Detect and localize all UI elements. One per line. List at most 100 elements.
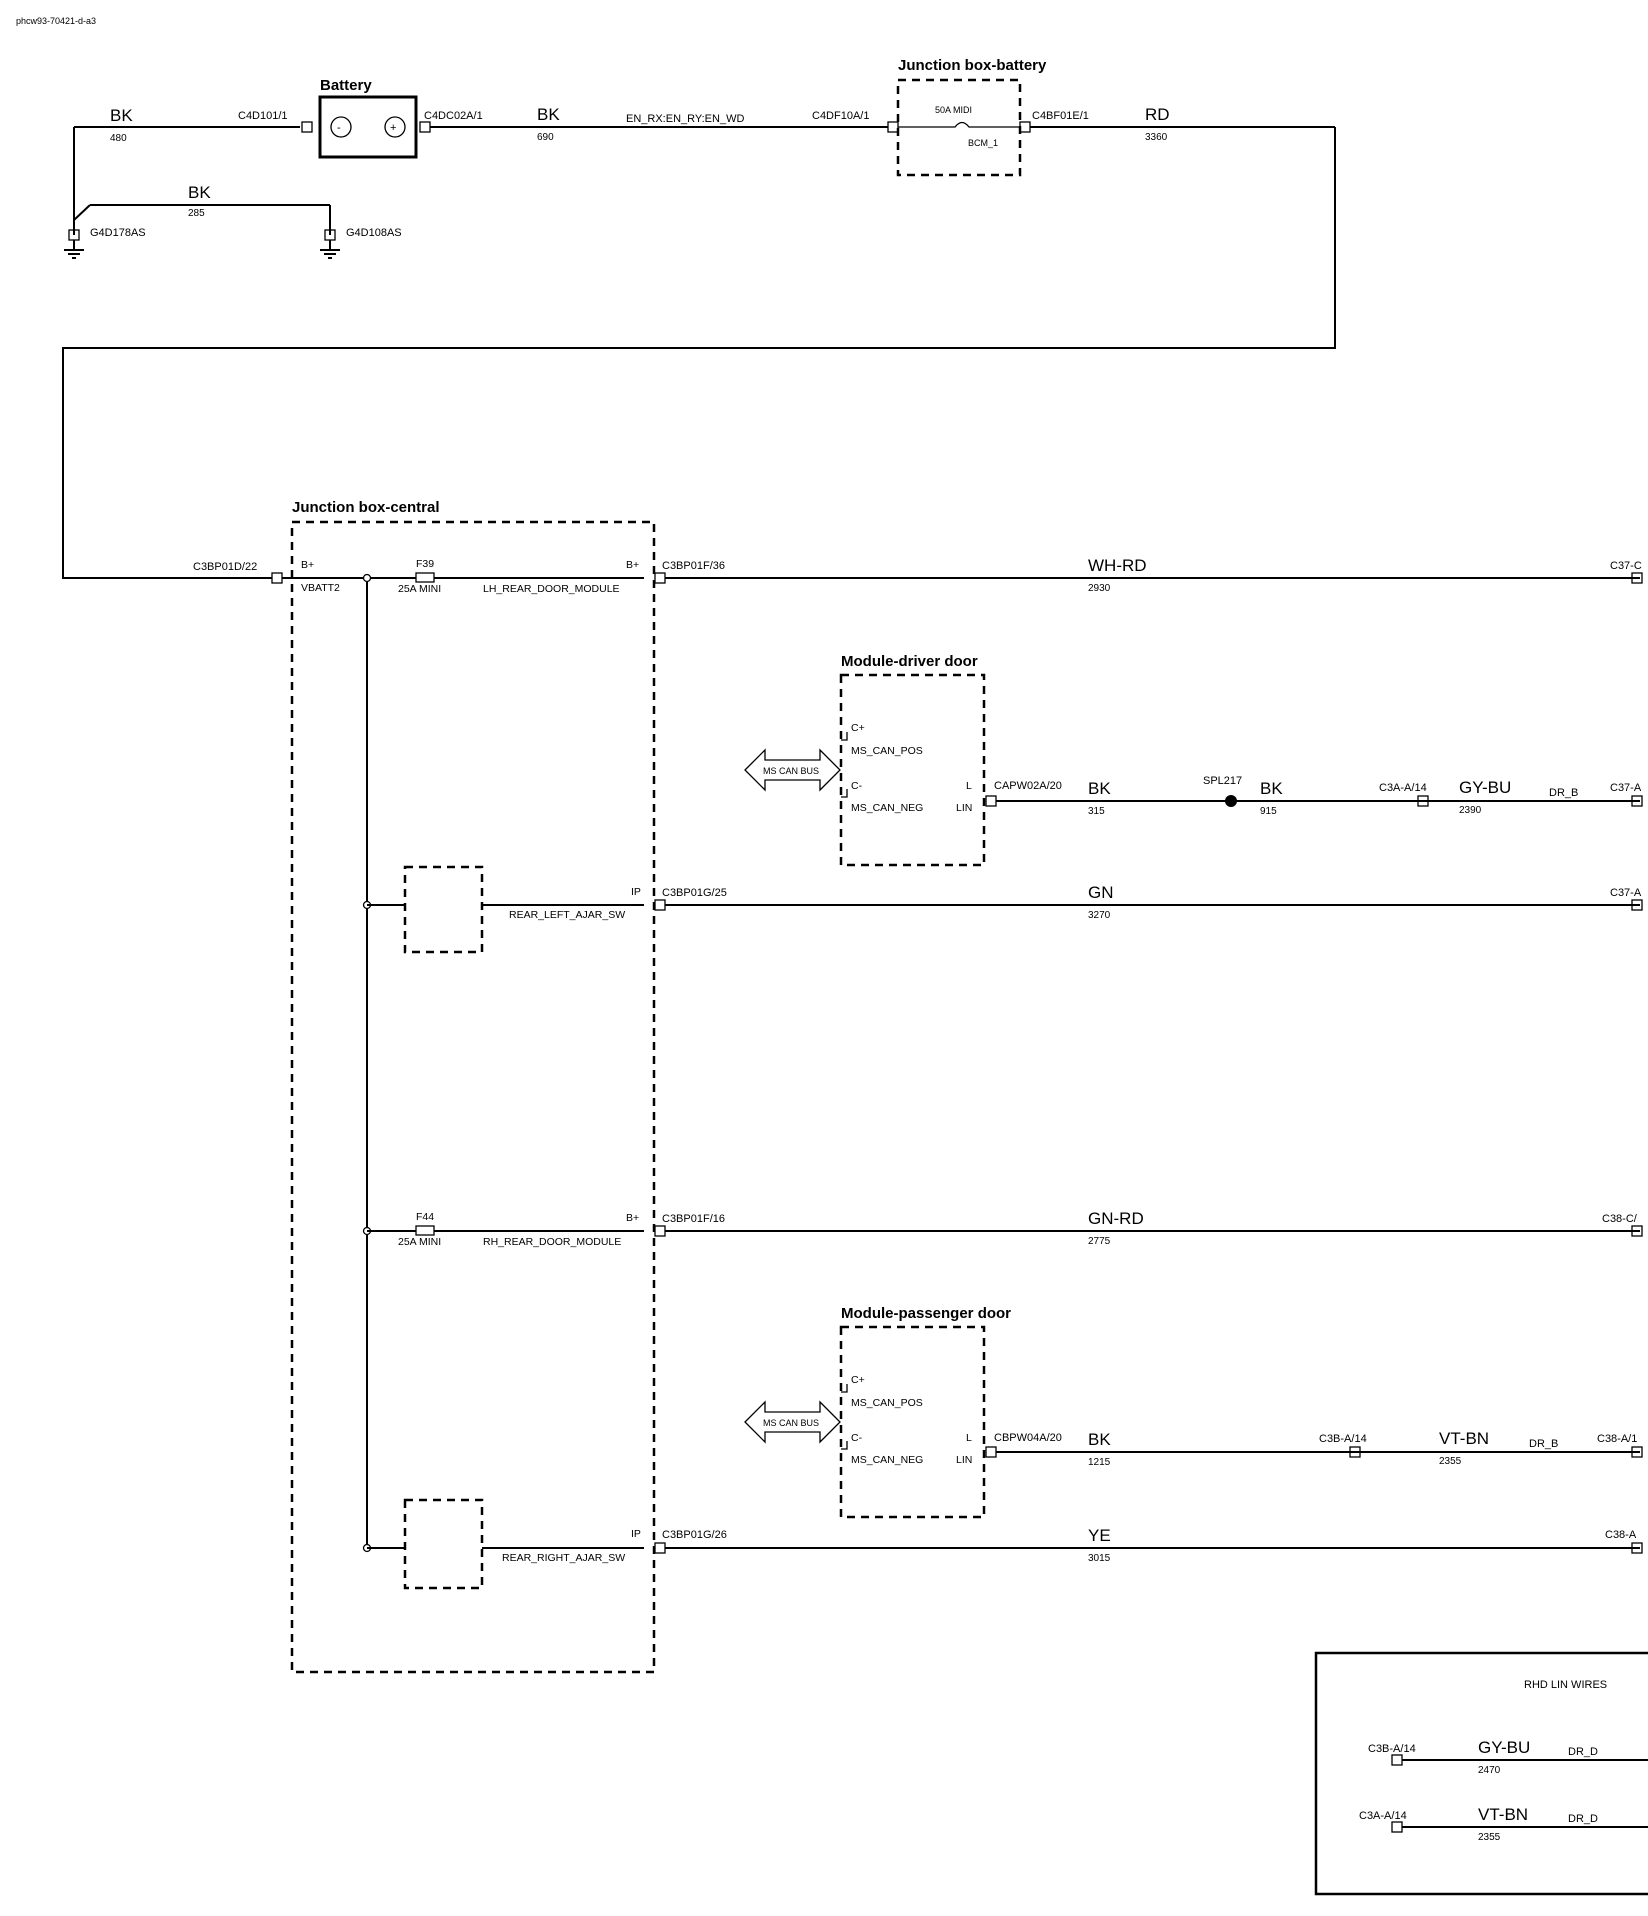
jb-battery-title: Junction box-battery: [898, 57, 1047, 74]
pin-label: L: [966, 1432, 972, 1444]
jb-central-outline: [290, 520, 656, 1674]
connector-label: C4DF10A/1: [812, 110, 869, 122]
connector-pin: [985, 1446, 997, 1458]
pin-label: C+: [851, 722, 865, 734]
ground-icon: [320, 229, 340, 259]
connector-label: C4D101/1: [238, 110, 288, 122]
fuse-rating: 25A MINI: [398, 583, 441, 595]
connector-label: C3B-A/14: [1368, 1743, 1416, 1755]
connector-label: CAPW02A/20: [994, 780, 1062, 792]
wire-number-label: 3360: [1145, 132, 1168, 143]
wire-number-label: 3015: [1088, 1553, 1111, 1564]
pin-label: C-: [851, 1432, 863, 1444]
wire-color-label: BK: [1088, 779, 1111, 798]
can-bus-arrow-icon: [744, 1400, 841, 1444]
fuse-f39-symbol: [415, 572, 435, 583]
connector-label: C38-A: [1605, 1529, 1637, 1541]
battery-positive-terminal: [384, 116, 406, 138]
rhd-box-title: RHD LIN WIRES: [1524, 1679, 1607, 1691]
connector-label: C3A-A/14: [1379, 782, 1427, 794]
connector-label: C4DC02A/1: [424, 110, 483, 122]
ajar-switch-left: [403, 865, 484, 954]
wire-color-label: WH-RD: [1088, 556, 1147, 575]
function-label: LH_REAR_DOOR_MODULE: [483, 583, 620, 595]
module-title: Module-driver door: [841, 653, 978, 670]
connector-pin: [654, 1542, 666, 1554]
wire-number-label: 1215: [1088, 1457, 1111, 1468]
pin-label: LIN: [956, 802, 972, 814]
pin-mark: [841, 1384, 848, 1393]
wire-number-label: 2930: [1088, 583, 1111, 594]
wire-number-label: 480: [110, 133, 127, 144]
connector-pin: [1391, 1754, 1403, 1766]
wire-color-label: GN-RD: [1088, 1209, 1144, 1228]
rhd-lin-wires-box: RHD LIN WIRES C3B-A/14 GY-BU 2470 DR_D C…: [1314, 1651, 1648, 1896]
connector-pin: [1019, 121, 1031, 133]
pin-label: IP: [631, 1528, 641, 1540]
fuse-label: F39: [416, 558, 434, 570]
jb-central-title: Junction box-central: [292, 499, 440, 516]
pin-label: L: [966, 780, 972, 792]
fuse-symbol: [898, 121, 1020, 128]
fuse-rating: 25A MINI: [398, 1236, 441, 1248]
wire-color-label: BK: [1088, 1430, 1111, 1449]
wire-number-label: 3270: [1088, 910, 1111, 921]
connector-pin: [271, 572, 283, 584]
dr-label: DR_D: [1568, 1813, 1598, 1825]
connector-pin: [1631, 899, 1643, 911]
module-passenger-door: Module-passenger door MS CAN BUS C+ MS_C…: [744, 1305, 1643, 1519]
can-bus-label: MS CAN BUS: [763, 766, 819, 776]
circuit-label: BCM_1: [968, 138, 998, 148]
pin-mark: [841, 1441, 848, 1450]
wire-bk-285-bend: [73, 204, 91, 221]
wire-color-label: GY-BU: [1459, 778, 1511, 797]
module-outline: [839, 1325, 986, 1519]
connector-label: C3BP01F/16: [662, 1213, 725, 1225]
connector-pin: [1349, 1446, 1361, 1458]
connector-label: C37-C: [1610, 560, 1642, 572]
connector-pin: [1417, 795, 1429, 807]
wire-number-label: 2775: [1088, 1236, 1111, 1247]
battery-symbol: [318, 95, 418, 159]
wire-color-label: VT-BN: [1439, 1429, 1489, 1448]
wire-number-label: 2355: [1439, 1456, 1462, 1467]
pin-label: C+: [851, 1374, 865, 1386]
module-driver-door: Module-driver door MS CAN BUS C+ MS_CAN_…: [744, 653, 1643, 867]
connector-pin: [654, 1225, 666, 1237]
central-output-wires: C3BP01F/36 WH-RD 2930 C37-C C3BP01G/25 G…: [654, 556, 1643, 1564]
wire-rd-route: [62, 127, 1336, 579]
connector-label: C37-A: [1610, 782, 1642, 794]
wire-color-label: BK: [1260, 779, 1283, 798]
signal-label: MS_CAN_POS: [851, 745, 923, 757]
connector-label: C3BP01G/25: [662, 887, 727, 899]
connector-pin: [985, 795, 997, 807]
connector-pin: [887, 121, 899, 133]
ground-label: G4D108AS: [346, 227, 402, 239]
splice-icon: [1225, 795, 1237, 807]
junction-box-battery: Junction box-battery 50A MIDI BCM_1 C4BF…: [62, 57, 1336, 579]
wire-color-label: BK: [537, 105, 560, 124]
net-label: EN_RX:EN_RY:EN_WD: [626, 113, 744, 125]
battery-section: BK 480 C4D101/1 Battery - + C4DC02A/1 BK…: [64, 77, 899, 259]
supply-label: VBATT2: [301, 582, 340, 594]
pin-label: LIN: [956, 1454, 972, 1466]
pin-label: C-: [851, 780, 863, 792]
connector-label: C38-C/: [1602, 1213, 1638, 1225]
signal-label: MS_CAN_NEG: [851, 802, 923, 814]
wire-number-label: 285: [188, 208, 205, 219]
wire-color-label: GY-BU: [1478, 1738, 1530, 1757]
wire-color-label: BK: [110, 106, 133, 125]
pin-label: B+: [626, 1212, 639, 1224]
dr-label: DR_D: [1568, 1746, 1598, 1758]
function-label: REAR_LEFT_AJAR_SW: [509, 909, 625, 921]
rhd-box-outline: [1314, 1651, 1648, 1896]
ground-icon: [64, 229, 84, 259]
module-outline: [839, 673, 986, 867]
connector-pin: [1631, 1446, 1643, 1458]
dr-label: DR_B: [1549, 787, 1578, 799]
connector-pin: [654, 899, 666, 911]
signal-label: MS_CAN_POS: [851, 1397, 923, 1409]
connector-label: C3B-A/14: [1319, 1433, 1367, 1445]
fuse-label: F44: [416, 1211, 434, 1223]
